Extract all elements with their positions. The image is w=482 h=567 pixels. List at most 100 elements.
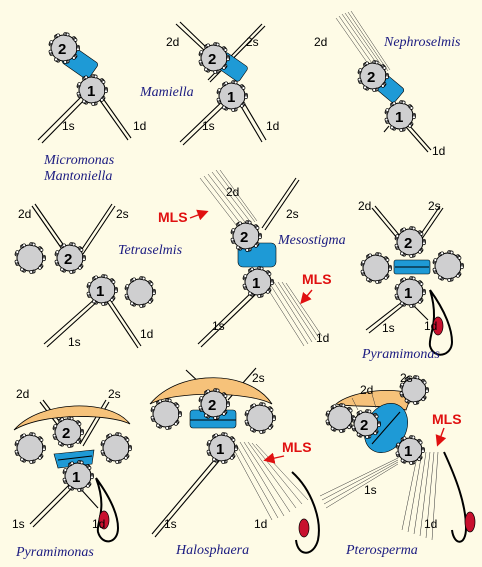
microtubule-triplet — [100, 98, 104, 102]
microtubule-triplet — [358, 68, 363, 72]
microtubule-triplet — [240, 104, 244, 108]
microtubule-triplet — [411, 276, 416, 281]
microtubule-triplet — [401, 100, 406, 105]
microtubule-triplet — [230, 456, 234, 460]
microtubule-triplet — [247, 220, 252, 225]
microtubule-triplet — [93, 74, 98, 79]
microtubule-triplet — [215, 388, 220, 393]
microtubule-triplet — [422, 241, 426, 246]
microtubule-triplet — [363, 85, 367, 90]
microtubule-triplet — [199, 50, 204, 54]
basal-body — [150, 398, 182, 430]
basal-body-2-number: 2 — [62, 425, 70, 442]
microtubule-triplet — [422, 291, 426, 296]
microtubule-triplet — [101, 80, 106, 84]
basal-body-1 — [124, 276, 156, 308]
basal-body-2-number: 2 — [208, 51, 216, 68]
microtubule-triplet — [231, 228, 236, 232]
microtubule-triplet — [250, 267, 254, 272]
flagellum-1s-label: 1s — [212, 319, 225, 333]
microtubule-triplet — [432, 267, 437, 272]
microtubule-triplet — [361, 260, 366, 264]
microtubule-triplet — [216, 97, 221, 102]
microtubule-triplet — [408, 124, 412, 128]
microtubule-triplet — [39, 438, 44, 442]
microtubule-triplet — [377, 252, 382, 257]
microtubule-triplet — [241, 86, 246, 90]
basal-body-2-number: 2 — [240, 229, 248, 246]
basal-body-2 — [351, 409, 381, 439]
microtubule-triplet — [388, 267, 392, 272]
flagellum-2d-label: 2d — [360, 383, 373, 397]
microtubule-triplet — [255, 226, 260, 230]
microtubule-triplet — [69, 416, 74, 421]
genus-name: Mamiella — [139, 85, 194, 100]
microtubule-triplet — [130, 301, 134, 306]
microtubule-triplet — [418, 250, 422, 254]
microtubule-triplet — [63, 60, 68, 64]
flagellum-2s-label: 2s — [252, 371, 265, 385]
microtubule-triplet — [91, 102, 96, 106]
mls-label: MLS — [282, 439, 312, 455]
microtubule-triplet — [402, 436, 407, 441]
microtubule-triplet — [223, 432, 228, 437]
microtubule-triplet — [357, 77, 362, 82]
microtubule-triplet — [421, 449, 425, 454]
microtubule-triplet — [65, 32, 70, 37]
microtubule-triplet — [14, 449, 19, 454]
basal-body-1 — [216, 80, 248, 112]
microtubule-triplet — [402, 277, 406, 282]
panel-mamiella: 2 1 2d 2s 1s 1d Mamiella — [139, 21, 279, 146]
microtubule-triplet — [175, 404, 180, 408]
microtubule-triplet — [20, 457, 24, 462]
microtubule-triplet — [60, 267, 64, 272]
microtubule-triplet — [341, 403, 346, 408]
microtubule-triplet — [261, 402, 266, 407]
microtubule-triplet — [72, 56, 76, 60]
panel-tetraselmis: 2 1 2d 2s 1s 1d Tetraselmis — [14, 203, 183, 349]
basal-body — [244, 402, 276, 434]
microtubule-triplet — [377, 423, 381, 428]
microtubule-triplet — [270, 281, 274, 286]
flagellum-1s-label: 1s — [202, 119, 215, 133]
microtubule-triplet — [373, 431, 378, 436]
microtubule-triplet — [104, 89, 108, 94]
microtubule-triplet — [231, 438, 236, 442]
flagellum-1s-label: 1s — [364, 483, 377, 497]
microtubule-triplet — [242, 283, 247, 288]
microtubule-triplet — [325, 419, 330, 424]
flagellum-2d-label: 2d — [226, 185, 239, 199]
panel-nephroselmis: 2 1 2d 1d Nephroselmis — [314, 10, 461, 158]
microtubule-triplet — [411, 435, 416, 440]
microtubule-triplet — [69, 270, 74, 274]
microtubule-triplet — [234, 447, 238, 452]
microtubule-triplet — [236, 245, 240, 250]
microtubule-triplet — [213, 416, 218, 420]
microtubule-triplet — [178, 413, 182, 418]
microtubule-triplet — [198, 59, 203, 64]
mls-label: MLS — [158, 209, 188, 225]
basal-body-2-number: 2 — [404, 235, 412, 252]
basal-body-1-number: 1 — [87, 83, 95, 100]
microtubule-triplet — [433, 258, 438, 262]
microtubule-triplet — [165, 426, 170, 430]
basal-body-1-number: 1 — [395, 109, 403, 126]
basal-body — [14, 432, 46, 464]
microtubule-triplet — [222, 66, 226, 70]
microtubule-triplet — [272, 417, 276, 422]
genus-name: Tetraselmis — [118, 243, 183, 258]
microtubule-triplet — [92, 299, 96, 304]
microtubule-triplet — [409, 106, 414, 110]
microtubule-triplet — [382, 66, 387, 70]
microtubule-triplet — [402, 227, 406, 232]
microtubule-triplet — [199, 396, 204, 400]
microtubule-triplet — [22, 433, 26, 438]
microtubule-triplet — [449, 250, 454, 255]
basal-body-1-number: 1 — [404, 285, 412, 302]
flagellum-1d-label: 1d — [316, 331, 329, 345]
flagellum-1d-label: 1d — [424, 319, 437, 333]
microtubule-triplet — [139, 304, 144, 308]
microtubule-triplet — [20, 267, 24, 272]
microtubule-triplet — [148, 300, 152, 304]
genus-name: Halosphaera — [175, 543, 249, 558]
